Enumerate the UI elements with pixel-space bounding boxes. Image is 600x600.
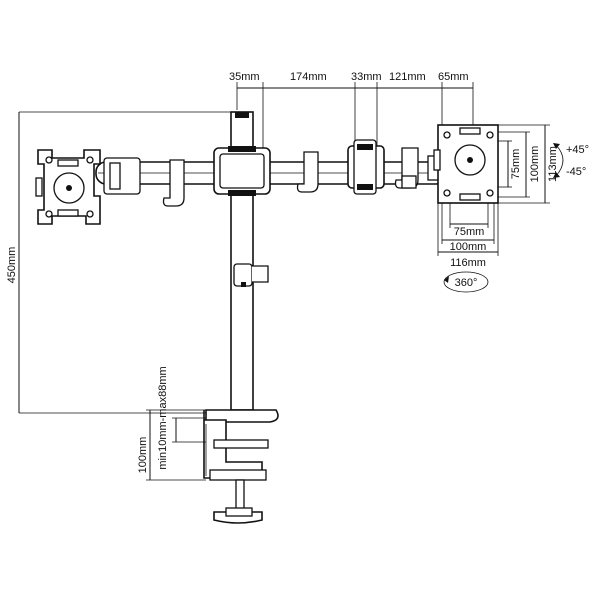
dim-33mm: 33mm [351,71,382,83]
rotation-icon [443,271,489,293]
dim-116mm-horizontal: 116mm [450,257,486,269]
dim-clamp-range: min10mm-max88mm [157,366,169,469]
tilt-arrow-icon [553,143,564,178]
dim-450mm: 450mm [6,247,18,284]
dim-174mm: 174mm [290,71,327,83]
top-dimension-lines [236,82,474,150]
dim-75mm-horizontal: 75mm [454,226,485,238]
arm [95,139,447,207]
right-vesa-plate [433,124,499,204]
desk-clamp [203,409,279,524]
left-vesa-plate [35,149,101,225]
dim-100mm-horizontal: 100mm [450,241,487,253]
dim-121mm: 121mm [389,71,426,83]
dim-75mm-vertical: 75mm [510,149,522,180]
dim-35mm: 35mm [229,71,260,83]
dim-100mm-vertical: 100mm [529,146,541,183]
rotation-label: 360° [455,277,478,289]
plate-dimension-lines [437,124,550,256]
height-dimension-line [18,111,232,414]
tilt-down-label: -45° [566,166,586,178]
dim-65mm: 65mm [438,71,469,83]
dim-clamp-100mm: 100mm [137,437,149,474]
tilt-up-label: +45° [566,144,589,156]
clamp-dimension-lines [146,409,206,481]
